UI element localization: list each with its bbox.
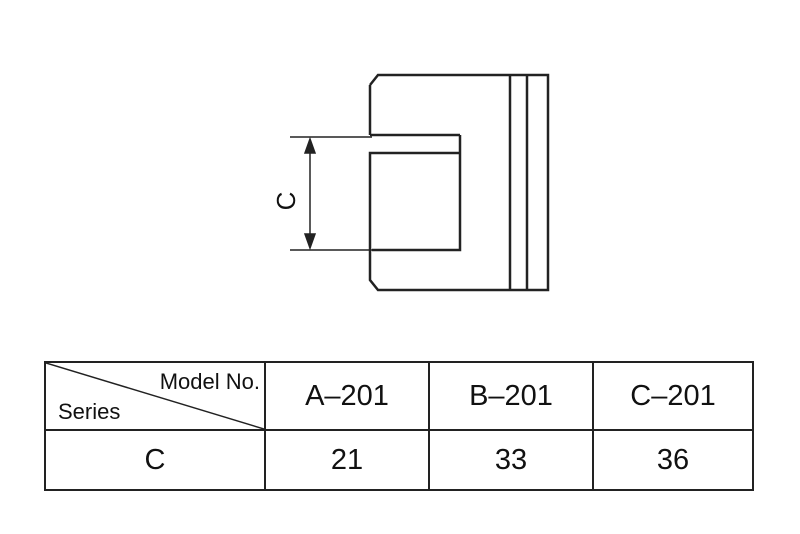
value-cell-b201: 33 bbox=[428, 429, 594, 491]
header-series: Series bbox=[58, 399, 121, 424]
model-header-b201: B–201 bbox=[428, 361, 594, 431]
dimension-label-c: C bbox=[270, 191, 301, 211]
table-row: C 21 33 36 bbox=[44, 429, 754, 491]
value-cell-a201: 21 bbox=[264, 429, 430, 491]
header-model-no: Model No. bbox=[159, 369, 260, 394]
model-header-c201: C–201 bbox=[592, 361, 754, 431]
header-row: Model No. Series A–201 B–201 C–201 bbox=[44, 361, 754, 431]
part-outline bbox=[368, 73, 550, 292]
diagonal-divider bbox=[46, 363, 264, 429]
series-cell: C bbox=[44, 429, 266, 491]
corner-header-cell: Model No. Series bbox=[44, 361, 266, 431]
part-drawing bbox=[290, 73, 550, 292]
value-cell-c201: 36 bbox=[592, 429, 754, 491]
spec-table: Model No. Series A–201 B–201 C–201 C 21 … bbox=[44, 361, 754, 491]
arrow-up bbox=[303, 136, 317, 154]
arrow-down bbox=[303, 233, 317, 251]
model-header-a201: A–201 bbox=[264, 361, 430, 431]
